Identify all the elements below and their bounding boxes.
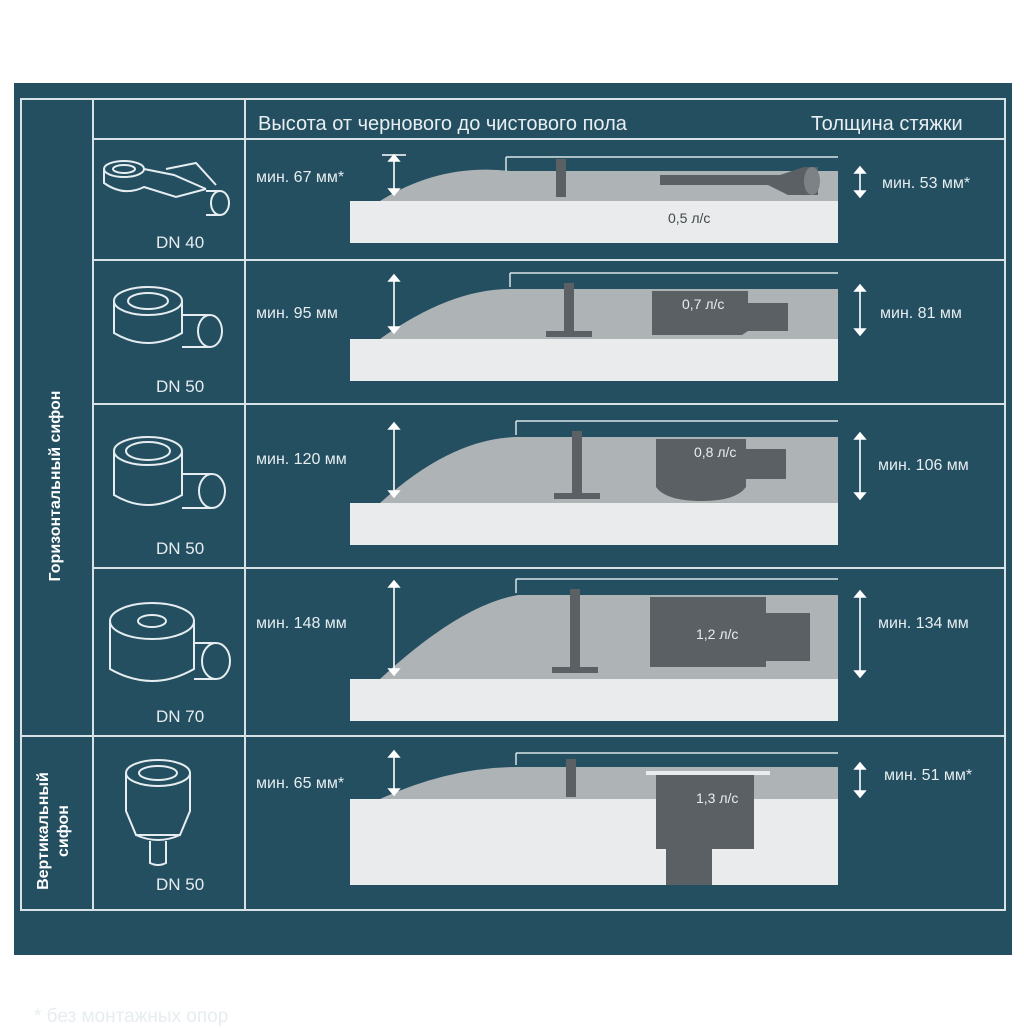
outer-border-top bbox=[20, 98, 1006, 100]
row5-flow-rate: 1,3 л/с bbox=[696, 790, 738, 806]
row3-support-leg bbox=[572, 431, 582, 495]
row-divider-3 bbox=[92, 567, 1006, 569]
row-divider-2 bbox=[92, 403, 1006, 405]
screed-column-header: Толщина стяжки bbox=[811, 113, 963, 135]
row5-support-leg bbox=[566, 759, 576, 797]
row2-siphon bbox=[652, 291, 788, 335]
row2-flow-rate: 0,7 л/с bbox=[682, 296, 724, 312]
spec-panel: Высота от чернового до чистового пола То… bbox=[14, 83, 1012, 1027]
siphon-vertical-dn50-icon bbox=[125, 759, 191, 866]
row2-height-value: мин. 95 мм bbox=[256, 305, 338, 322]
row3-flow-rate: 0,8 л/с bbox=[694, 444, 736, 460]
icon-column-divider bbox=[244, 98, 246, 911]
row2-screed-value: мин. 81 мм bbox=[880, 305, 962, 322]
row4-concrete-slab bbox=[350, 679, 838, 721]
row3-installation-diagram: 0,8 л/с bbox=[350, 420, 867, 545]
row1-installation-diagram: 0,5 л/с bbox=[350, 153, 867, 243]
row4-height-value: мин. 148 мм bbox=[256, 615, 347, 632]
group-label-horizontal: Горизонтальный сифон bbox=[47, 390, 64, 582]
row4-screed-value: мин. 134 мм bbox=[878, 615, 969, 632]
row1-screed-value: мин. 53 мм* bbox=[882, 175, 971, 192]
header-divider bbox=[92, 138, 1006, 140]
row3-concrete-slab bbox=[350, 503, 838, 545]
outer-border-left bbox=[20, 98, 22, 911]
row2-support-leg bbox=[564, 283, 574, 333]
row2-concrete-slab bbox=[350, 339, 838, 381]
siphon-dn70-icon bbox=[109, 602, 231, 682]
row5-siphon bbox=[656, 775, 754, 885]
height-column-header: Высота от чернового до чистового пола bbox=[258, 113, 627, 135]
row2-installation-diagram: 0,7 л/с bbox=[350, 272, 867, 381]
row3-dn-label: DN 50 bbox=[156, 539, 205, 558]
row1-dn-label: DN 40 bbox=[156, 233, 205, 252]
row1-concrete-slab bbox=[350, 201, 838, 243]
siphon-dn50-icon bbox=[113, 286, 223, 348]
row1-siphon bbox=[660, 167, 818, 195]
row1-flow-rate: 0,5 л/с bbox=[668, 210, 710, 226]
row5-installation-diagram: 1,3 л/с bbox=[350, 749, 867, 885]
row1-support-leg bbox=[556, 159, 566, 197]
group-label-vertical-line2: сифон bbox=[55, 805, 72, 857]
row3-screed-value: мин. 106 мм bbox=[878, 457, 969, 474]
row4-siphon bbox=[650, 597, 810, 667]
group-column-divider bbox=[92, 98, 94, 911]
row2-dn-label: DN 50 bbox=[156, 377, 205, 396]
outer-border-right bbox=[1004, 98, 1006, 911]
row3-siphon bbox=[656, 439, 786, 501]
group-label-vertical-line1: Вертикальный bbox=[35, 772, 52, 890]
row5-concrete-slab bbox=[350, 799, 838, 885]
siphon-dn50-large-icon bbox=[113, 436, 226, 509]
row5-height-value: мин. 65 мм* bbox=[256, 775, 345, 792]
row4-installation-diagram: 1,2 л/с bbox=[350, 578, 867, 721]
row-divider-1 bbox=[92, 259, 1006, 261]
outer-border-bottom bbox=[20, 909, 1006, 911]
group-label-vertical: Вертикальный сифон bbox=[34, 761, 74, 901]
row4-support-leg bbox=[570, 589, 580, 669]
row3-height-value: мин. 120 мм bbox=[256, 451, 347, 468]
group-divider bbox=[20, 735, 1006, 737]
row5-screed-value: мин. 51 мм* bbox=[884, 767, 973, 784]
row4-dn-label: DN 70 bbox=[156, 707, 205, 726]
footnote: * без монтажных опор bbox=[34, 1006, 229, 1027]
row1-height-value: мин. 67 мм* bbox=[256, 169, 345, 186]
row4-flow-rate: 1,2 л/с bbox=[696, 626, 738, 642]
row5-dn-label: DN 50 bbox=[156, 875, 205, 894]
siphon-dn40-icon bbox=[103, 160, 230, 216]
